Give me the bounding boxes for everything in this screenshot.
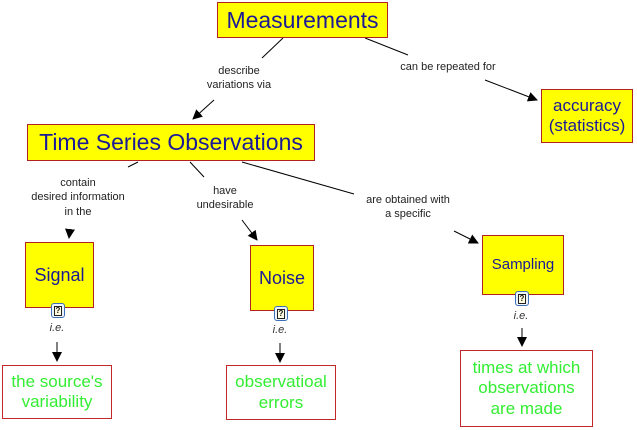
link-obtained-sampling bbox=[453, 230, 479, 244]
leaf-source-variability[interactable]: the source's variability bbox=[2, 365, 112, 419]
concept-signal[interactable]: Signal bbox=[25, 242, 94, 308]
leaf-line: errors bbox=[258, 392, 304, 412]
leaf-line: the source's bbox=[11, 371, 103, 391]
leaf-line: variability bbox=[21, 392, 93, 411]
link-have-noise bbox=[241, 219, 258, 241]
linking-phrase-repeated[interactable]: can be repeated for bbox=[400, 60, 496, 75]
link-timeseries-contain bbox=[127, 161, 139, 168]
concept-noise-label: Noise bbox=[258, 267, 306, 288]
phrase-line: have bbox=[213, 185, 237, 197]
phrase-line: desired information bbox=[31, 191, 125, 204]
phrase-line: describe bbox=[218, 65, 260, 77]
link-contain-signal bbox=[65, 228, 75, 239]
linking-phrase-contain[interactable]: contain desired information in the bbox=[31, 176, 125, 219]
concept-time-series-label: Time Series Observations bbox=[39, 129, 303, 156]
help-icon: ? bbox=[277, 308, 285, 319]
leaf-sampling-times[interactable]: times at which observations are made bbox=[460, 350, 593, 427]
leaf-observational-errors[interactable]: observatioal errors bbox=[226, 365, 336, 420]
ie-label-signal: i.e. bbox=[49, 322, 65, 334]
link-timeseries-obtained bbox=[241, 161, 355, 195]
phrase-line: contain bbox=[60, 177, 96, 189]
leaf-line: observations bbox=[478, 378, 575, 398]
ie-label-noise: i.e. bbox=[272, 324, 288, 336]
leaf-line: times at which bbox=[472, 357, 581, 377]
phrase-line: can be repeated for bbox=[400, 61, 496, 73]
phrase-line: are obtained with bbox=[366, 194, 450, 206]
concept-time-series-observations[interactable]: Time Series Observations bbox=[27, 124, 315, 161]
link-repeated-accuracy bbox=[484, 79, 538, 102]
phrase-line: undesirable bbox=[196, 199, 254, 212]
phrase-line: a specific bbox=[385, 208, 431, 221]
linking-phrase-describe[interactable]: describe variations via bbox=[206, 64, 272, 93]
phrase-line: in the bbox=[64, 205, 92, 218]
concept-measurements[interactable]: Measurements bbox=[217, 2, 388, 38]
link-measurements-repeated bbox=[364, 37, 409, 56]
linking-phrase-obtained[interactable]: are obtained with a specific bbox=[366, 193, 450, 222]
resource-document-icon[interactable]: ? bbox=[274, 306, 288, 321]
concept-measurements-label: Measurements bbox=[226, 6, 379, 33]
link-measurements-describe bbox=[261, 37, 284, 59]
help-icon: ? bbox=[518, 293, 526, 304]
help-icon: ? bbox=[54, 305, 62, 316]
concept-signal-label: Signal bbox=[34, 264, 85, 285]
concept-sampling-label: Sampling bbox=[491, 256, 555, 274]
concept-noise[interactable]: Noise bbox=[250, 245, 314, 311]
phrase-line: variations via bbox=[206, 79, 272, 92]
concept-accuracy[interactable]: accuracy (statistics) bbox=[541, 89, 633, 143]
concept-sampling[interactable]: Sampling bbox=[482, 235, 564, 295]
concept-accuracy-line1: accuracy bbox=[552, 96, 622, 116]
resource-document-icon[interactable]: ? bbox=[515, 291, 529, 306]
ie-label-sampling: i.e. bbox=[513, 310, 529, 322]
linking-phrase-have[interactable]: have undesirable bbox=[196, 184, 254, 213]
resource-document-icon[interactable]: ? bbox=[51, 303, 65, 318]
leaf-line: observatioal bbox=[235, 372, 327, 392]
link-timeseries-have bbox=[189, 161, 205, 178]
link-describe-timeseries bbox=[192, 99, 215, 120]
leaf-line: are made bbox=[490, 398, 563, 418]
concept-accuracy-line2: (statistics) bbox=[548, 116, 626, 135]
